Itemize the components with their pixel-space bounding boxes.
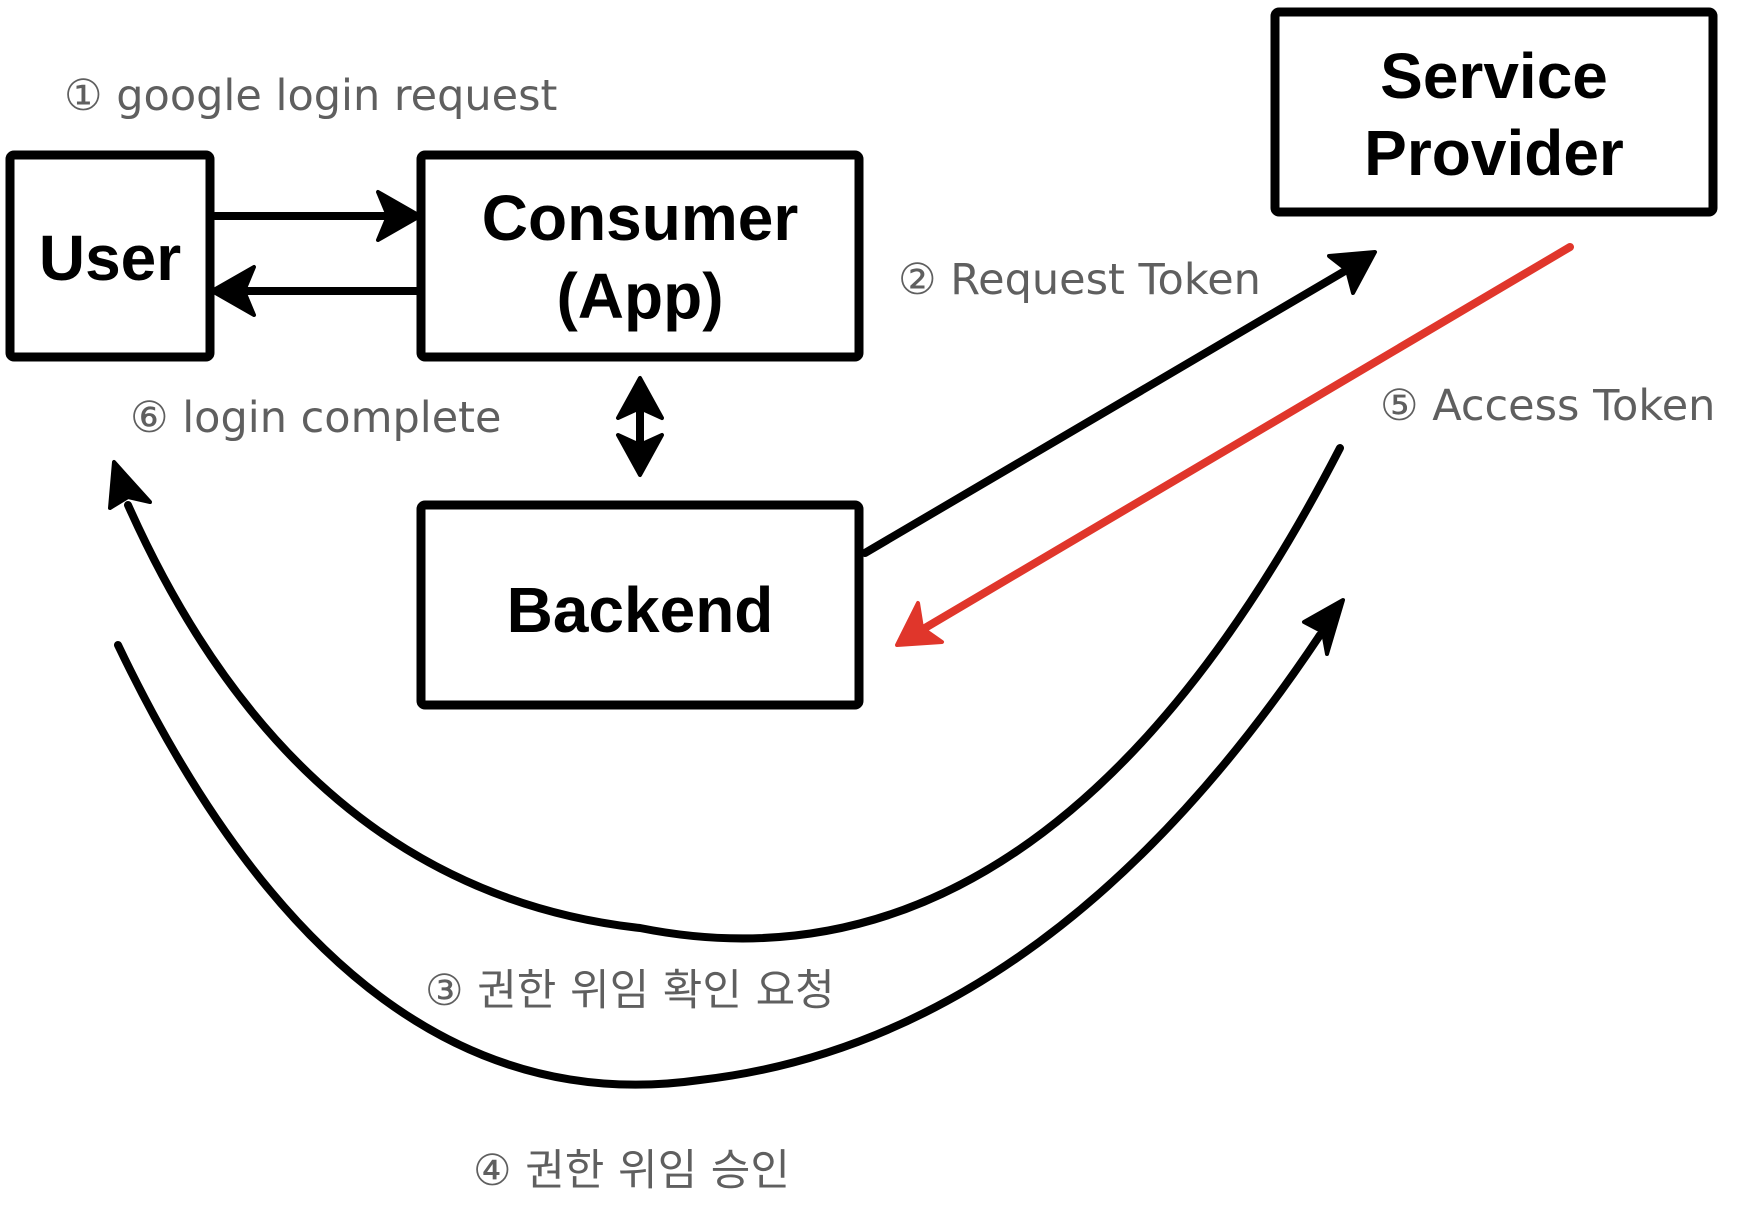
step6-label: ⑥ login complete bbox=[130, 393, 501, 443]
arrow-request-token-line bbox=[861, 264, 1354, 557]
arrow-service-provider-to-backend bbox=[895, 243, 1574, 647]
service-provider-label-line2: Provider bbox=[1364, 117, 1624, 189]
backend-node: Backend bbox=[416, 500, 864, 710]
step3-label: ③ 권한 위임 확인 요청 bbox=[425, 966, 835, 1016]
arrow-curve-to-service-provider bbox=[114, 598, 1345, 1089]
arrow-backend-to-service-provider bbox=[861, 250, 1377, 557]
consumer-label-line1: Consumer bbox=[482, 182, 799, 254]
arrow-access-token-head bbox=[895, 601, 944, 647]
arrow-user-to-consumer bbox=[211, 190, 422, 242]
arrow-consumer-backend-up-head bbox=[616, 376, 664, 420]
service-provider-label-line1: Service bbox=[1380, 40, 1608, 112]
arrow-consumer-to-user bbox=[210, 265, 422, 317]
step1-label: ① google login request bbox=[64, 71, 557, 121]
service-provider-node: Service Provider bbox=[1270, 7, 1718, 217]
arrow-curve-to-service-provider-head bbox=[1302, 598, 1345, 656]
user-node: User bbox=[5, 150, 215, 362]
arrow-curve-to-user-line bbox=[124, 444, 1344, 943]
arrow-request-token-head bbox=[1327, 250, 1377, 295]
step5-label: ⑤ Access Token bbox=[1380, 381, 1715, 431]
step2-label: ② Request Token bbox=[898, 255, 1261, 305]
consumer-box bbox=[416, 150, 864, 362]
arrow-curve-to-service-provider-line bbox=[114, 631, 1324, 1089]
arrow-user-to-consumer-head bbox=[376, 190, 422, 242]
user-box bbox=[5, 150, 215, 362]
step4-label: ④ 권한 위임 승인 bbox=[473, 1146, 790, 1196]
consumer-label-line2: (App) bbox=[556, 260, 723, 332]
arrow-curve-to-user-head bbox=[108, 460, 152, 510]
backend-label: Backend bbox=[507, 574, 774, 646]
arrow-curve-to-user bbox=[108, 444, 1344, 943]
user-label: User bbox=[39, 222, 181, 294]
arrow-consumer-to-user-head bbox=[210, 265, 256, 317]
arrow-access-token-line bbox=[921, 243, 1574, 632]
backend-box bbox=[416, 500, 864, 710]
consumer-node: Consumer (App) bbox=[416, 150, 864, 362]
arrow-consumer-backend-down-head bbox=[616, 433, 664, 477]
arrow-consumer-backend-bidirectional bbox=[616, 376, 664, 477]
service-provider-box bbox=[1270, 7, 1718, 217]
